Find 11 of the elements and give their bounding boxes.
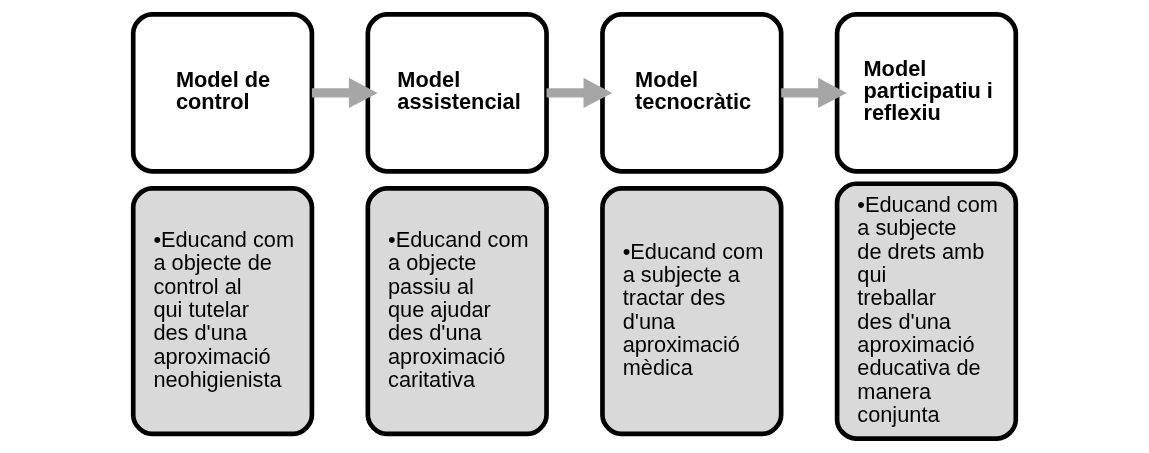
arrow: [546, 77, 613, 108]
node-box: Model tecnocràtic: [600, 12, 784, 174]
node-box: •Educand com a subjecte de drets amb qui treballar des d'una aproximació educativa de manera conjunta: [834, 181, 1019, 441]
node-box: Model participatiu i reflexiu: [834, 12, 1019, 174]
node-box: Model de control: [130, 12, 315, 174]
node-box: Model assistencial: [365, 12, 549, 174]
arrow: [781, 77, 847, 108]
node-box: •Educand com a subjecte a tractar des d'una aproximació mèdica: [600, 186, 784, 437]
node-box: •Educand com a objecte de control al qui tutelar des d'una aproximació neohigienista: [130, 186, 315, 437]
node-box: •Educand com a objecte passiu al que ajudar des d'una aproximació caritativa: [365, 186, 549, 437]
arrow: [311, 77, 378, 108]
